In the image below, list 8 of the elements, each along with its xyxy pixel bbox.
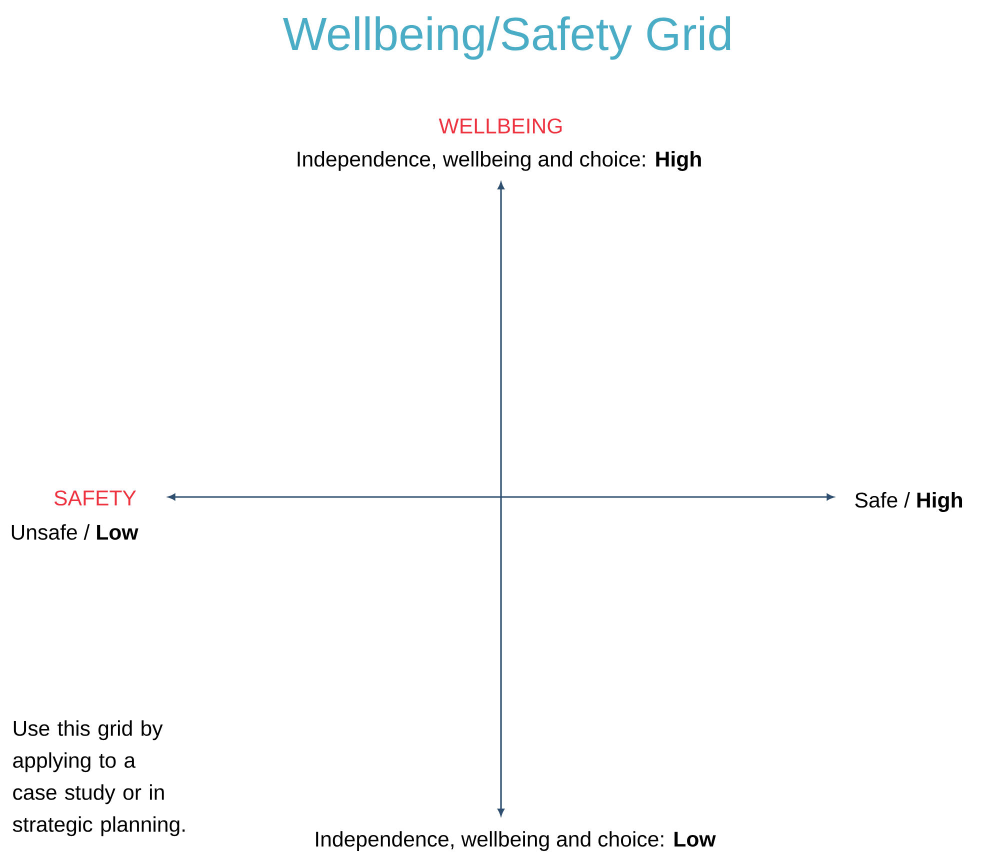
axis-end-label: Safe / High: [855, 492, 962, 512]
note-text: Use this grid by applying to a case study or in strategic planning.: [12, 720, 185, 836]
axis-title: SAFETY: [54, 490, 136, 506]
axis-end-label: Independence, wellbeing and choice: Low: [316, 831, 716, 851]
title: Wellbeing/Safety Grid: [282, 16, 730, 60]
axis-title: WELLBEING: [438, 118, 562, 134]
axis-end-label: Unsafe / Low: [12, 524, 138, 540]
axis-end-label: Independence, wellbeing and choice: High: [298, 151, 701, 171]
